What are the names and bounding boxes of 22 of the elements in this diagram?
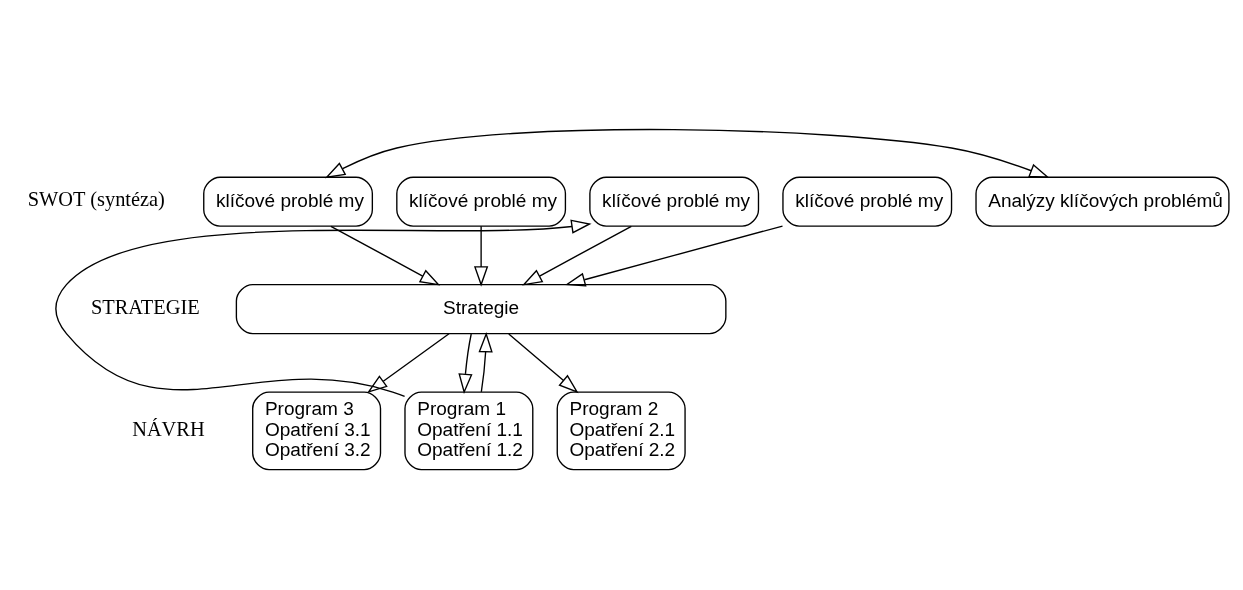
label: NÁVRH — [132, 417, 205, 440]
arrow — [458, 333, 473, 394]
arrow — [55, 219, 592, 398]
node-box: klíčové problé my — [782, 176, 953, 227]
node-box: Strategie — [235, 283, 727, 335]
arrow — [324, 128, 1050, 179]
arrow — [478, 331, 493, 393]
node-box: Program 3 Opatření 3.1 Opatření 3.2 — [252, 391, 382, 471]
arrow — [508, 333, 579, 394]
node-box: Analýzy klíčových problémů — [975, 176, 1230, 227]
label: SWOT (syntéza) — [27, 188, 165, 211]
node-box: klíčové problé my — [396, 176, 567, 227]
arrow — [330, 225, 441, 286]
node-box: Program 2 Opatření 2.1 Opatření 2.2 — [556, 391, 686, 471]
arrow — [367, 333, 450, 393]
node-box: Program 1 Opatření 1.1 Opatření 1.2 — [404, 391, 534, 471]
node-box: klíčové problé my — [203, 176, 374, 227]
node-box: klíčové problé my — [589, 176, 760, 227]
arrow — [522, 225, 632, 286]
arrow — [565, 225, 784, 287]
label: STRATEGIE — [90, 295, 200, 318]
arrow — [473, 225, 489, 287]
